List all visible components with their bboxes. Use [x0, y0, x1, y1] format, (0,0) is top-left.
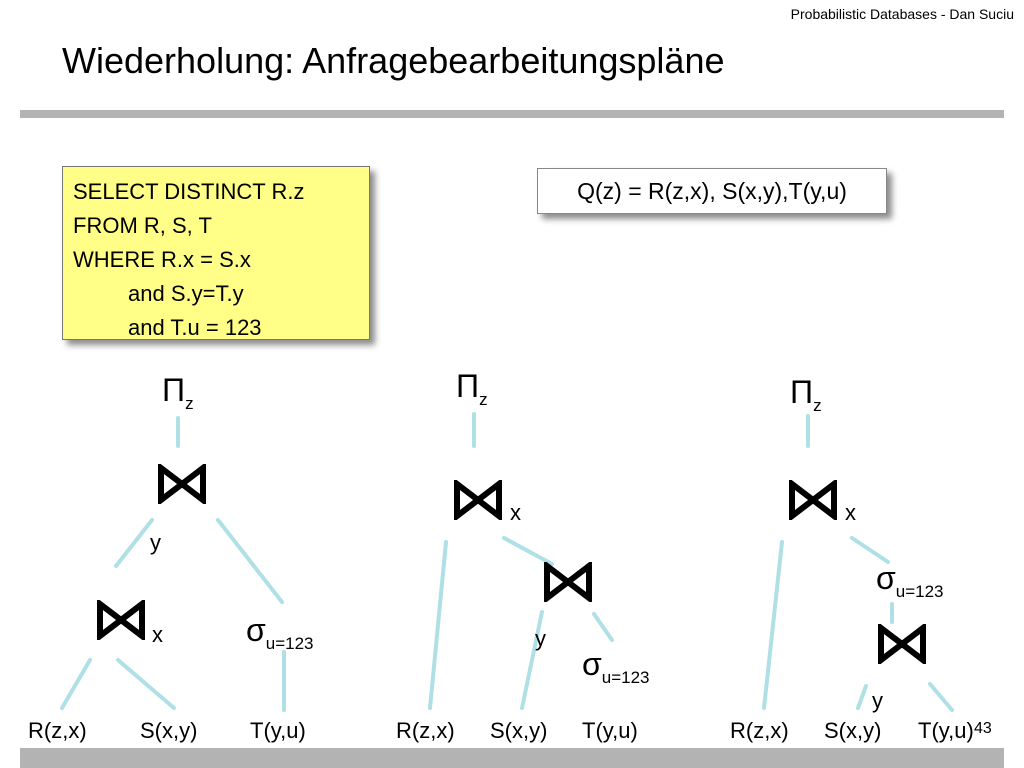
plan2-selection: σu=123	[582, 646, 650, 688]
plan1-edge-leftjoin-R	[60, 658, 92, 710]
plan3-edge-join-S	[856, 684, 868, 710]
plan1-join-lower-icon	[100, 604, 142, 636]
projection-subscript: z	[813, 396, 822, 415]
plan1-join-top-attr: y	[150, 530, 161, 555]
plan3-projection: Πz	[790, 374, 822, 416]
plan3-join-top-icon	[792, 484, 834, 516]
projection-subscript: z	[185, 394, 194, 413]
title-rule	[20, 110, 1004, 118]
selection-symbol: σ	[246, 612, 266, 648]
plan1-join-top-icon	[161, 468, 203, 500]
projection-symbol: Π	[162, 372, 186, 408]
sql-line: and S.y=T.y	[128, 281, 244, 306]
sql-query-box: SELECT DISTINCT R.z FROM R, S, T WHERE R…	[62, 166, 370, 340]
plan3-leaf-t: T(y,u)	[918, 718, 974, 743]
plan2-edge-join-S	[520, 610, 544, 710]
plan2-edge-join-sigma	[592, 612, 614, 642]
plan1-leaf-r: R(z,x)	[28, 718, 87, 743]
sql-line: and T.u = 123	[128, 315, 262, 340]
header-credit: Probabilistic Databases - Dan Suciu	[790, 6, 1014, 22]
plan3-join-lower-attr: y	[872, 688, 883, 713]
selection-symbol: σ	[582, 646, 602, 682]
plan3-join-top-attr: x	[845, 500, 856, 525]
plan1-edge-join-leftjoin	[114, 518, 154, 568]
plan3-edge-join-R	[762, 540, 784, 710]
page-number: 43	[974, 720, 992, 737]
plan2-join-top-icon	[457, 484, 499, 516]
plan1-leaf-t: T(y,u)	[250, 718, 306, 743]
plan2-join-lower-icon	[547, 566, 589, 598]
selection-subscript: u=123	[265, 634, 314, 653]
plan1-projection: Πz	[162, 372, 194, 414]
plan3-selection: σu=123	[876, 560, 944, 602]
conjunctive-query-box: Q(z) = R(z,x), S(x,y),T(y,u)	[537, 168, 887, 214]
slide-title: Wiederholung: Anfragebearbeitungspläne	[62, 40, 725, 81]
plan2-edge-join-join	[502, 536, 554, 566]
plan3-edge-join-T	[928, 682, 954, 712]
plan2-edge-join-R	[428, 540, 448, 710]
plan2-join-lower-attr: y	[535, 626, 546, 651]
plan1-selection: σu=123	[246, 612, 314, 654]
selection-subscript: u=123	[601, 668, 650, 687]
projection-symbol: Π	[790, 374, 814, 410]
plan2-leaf-t: T(y,u)	[582, 718, 638, 743]
plan2-leaf-s: S(x,y)	[490, 718, 548, 743]
plan1-leaf-s: S(x,y)	[140, 718, 198, 743]
projection-subscript: z	[479, 390, 488, 409]
plan3-leaf-r: R(z,x)	[730, 718, 789, 743]
plan3-edge-join-sigma	[850, 536, 890, 564]
plan2-leaf-r: R(z,x)	[396, 718, 455, 743]
selection-symbol: σ	[876, 560, 896, 596]
sql-line: WHERE R.x = S.x	[73, 247, 251, 272]
plan3-leaf-s: S(x,y)	[824, 718, 882, 743]
sql-line: FROM R, S, T	[73, 213, 212, 238]
plan3-join-lower-icon	[881, 628, 923, 660]
selection-subscript: u=123	[895, 582, 944, 601]
plan2-join-top-attr: x	[510, 500, 521, 525]
plan2-projection: Πz	[456, 368, 488, 410]
plan1-edge-join-sigma	[216, 518, 284, 604]
plan1-edge-leftjoin-S	[116, 658, 176, 710]
plan1-join-lower-attr: x	[152, 622, 163, 647]
projection-symbol: Π	[456, 368, 480, 404]
bottom-bar	[20, 748, 1004, 768]
sql-line: SELECT DISTINCT R.z	[73, 179, 305, 204]
